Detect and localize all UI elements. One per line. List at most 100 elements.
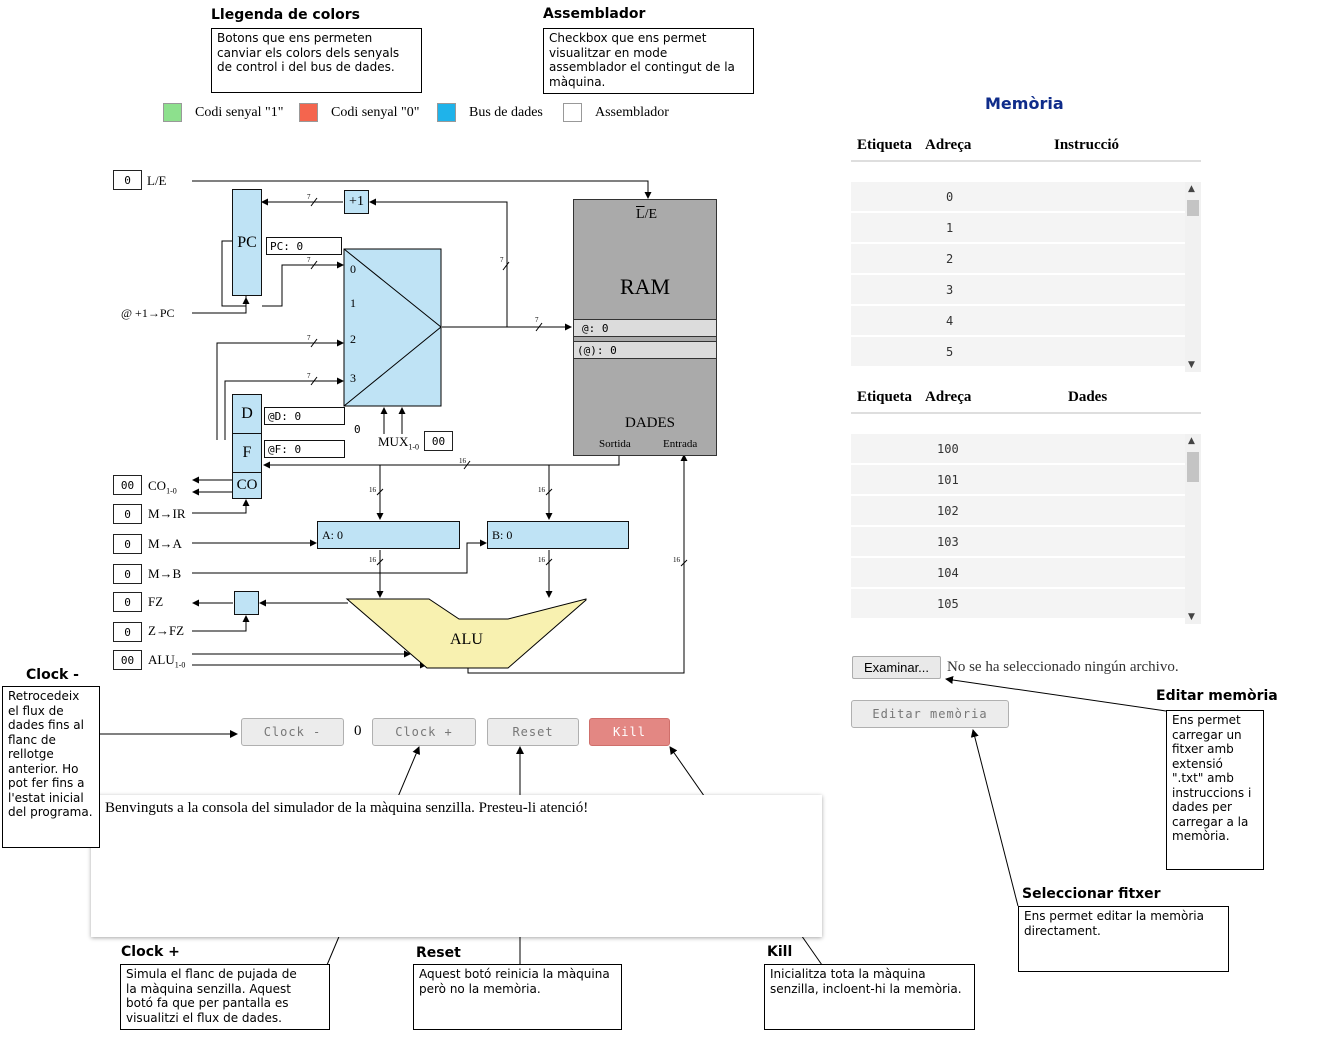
blue-swatch-icon[interactable] <box>437 103 456 122</box>
pc-label: PC <box>237 233 257 251</box>
data-header-address: Adreça <box>925 389 972 405</box>
table-row[interactable]: 5 <box>851 337 1185 367</box>
mux-control-input[interactable]: 00 <box>424 431 453 451</box>
bus-width-label: 16 <box>673 556 680 564</box>
assembler-checkbox[interactable] <box>563 103 582 122</box>
row-address: 103 <box>937 535 959 549</box>
legend-label: Codi senyal "1" <box>195 104 284 120</box>
fz-control-label: FZ <box>148 594 164 609</box>
memory-title: Memòria <box>985 94 1064 113</box>
increment-label: +1 <box>349 194 364 209</box>
bus-width-label: 7 <box>307 256 311 264</box>
scroll-down-icon[interactable]: ▼ <box>1188 360 1195 370</box>
mux-selected-value: 0 <box>354 423 361 436</box>
bus-width-label: 16 <box>369 486 376 494</box>
le-control-input[interactable]: 0 <box>113 170 142 190</box>
table-row[interactable]: 101 <box>851 465 1185 495</box>
m-b-control-input[interactable]: 0 <box>113 564 142 584</box>
scroll-thumb[interactable] <box>1187 200 1199 216</box>
ram-content-field: (@): 0 <box>574 341 716 359</box>
row-address: 101 <box>937 473 959 487</box>
z-fz-control-label: Z→FZ <box>148 623 185 638</box>
console-output: Benvinguts a la consola del simulador de… <box>91 795 822 937</box>
mux-control-label: MUX1-0 <box>378 434 420 452</box>
data-header-value: Dades <box>1068 389 1108 405</box>
table-row[interactable]: 4 <box>851 306 1185 336</box>
z-fz-control-input[interactable]: 0 <box>113 622 142 642</box>
clock-plus-annotation-box: Simula el flanc de pujada de la màquina … <box>120 964 330 1030</box>
instr-header-instruction: Instrucció <box>1054 137 1119 153</box>
data-header-divider <box>851 412 1201 414</box>
edit-memory-button[interactable]: Editar memòria <box>851 700 1009 728</box>
data-scrollbar[interactable]: ▲ ▼ <box>1185 434 1201 624</box>
row-address: 0 <box>946 190 954 204</box>
red-swatch-icon[interactable] <box>299 103 318 122</box>
instr-header-divider <box>851 160 1201 162</box>
ram-data-label: DADES <box>624 415 675 431</box>
clock-minus-annotation-title: Clock - <box>26 667 79 683</box>
scroll-down-icon[interactable]: ▼ <box>1188 612 1195 622</box>
instr-header-label: Etiqueta <box>857 137 913 153</box>
fz-control-input[interactable]: 0 <box>113 592 142 612</box>
edit-memory-annotation-title: Editar memòria <box>1156 688 1278 704</box>
row-address: 3 <box>946 283 954 297</box>
reset-button[interactable]: Reset <box>487 718 579 746</box>
table-row[interactable]: 105 <box>851 589 1185 619</box>
green-swatch-icon[interactable] <box>163 103 182 122</box>
row-address: 102 <box>937 504 959 518</box>
legend-label: Bus de dades <box>469 104 543 120</box>
instruction-scrollbar[interactable]: ▲ ▼ <box>1185 182 1201 372</box>
kill-button[interactable]: Kill <box>589 718 670 746</box>
register-b: B: 0 <box>487 521 629 549</box>
bus-width-label: 16 <box>538 556 545 564</box>
select-file-annotation-title: Seleccionar fitxer <box>1022 886 1161 902</box>
table-row[interactable]: 2 <box>851 244 1185 274</box>
m-a-control-input[interactable]: 0 <box>113 534 142 554</box>
table-row[interactable]: 104 <box>851 558 1185 588</box>
co-control-input[interactable]: 00 <box>113 475 142 495</box>
clock-minus-button[interactable]: Clock - <box>241 718 344 746</box>
table-row[interactable]: 103 <box>851 527 1185 557</box>
scroll-up-icon[interactable]: ▲ <box>1188 436 1195 446</box>
table-row[interactable]: 100 <box>851 434 1185 464</box>
m-ir-control-input[interactable]: 0 <box>113 504 142 524</box>
browse-file-button[interactable]: Examinar... <box>852 656 941 679</box>
instr-header-address: Adreça <box>925 137 972 153</box>
legend-label: Codi senyal "0" <box>331 104 420 120</box>
clock-plus-button[interactable]: Clock + <box>372 718 476 746</box>
legend-signal-0[interactable]: Codi senyal "0" <box>299 103 419 122</box>
register-a-value: A: 0 <box>322 527 343 542</box>
row-address: 104 <box>937 566 959 580</box>
kill-annotation-box: Inicialitza tota la màquina senzilla, in… <box>764 964 975 1030</box>
d-register: D <box>232 394 262 434</box>
table-row[interactable]: 1 <box>851 213 1185 243</box>
ram-address-field: @: 0 <box>574 319 716 337</box>
table-row[interactable]: 102 <box>851 496 1185 526</box>
alu-label: ALU <box>450 631 483 648</box>
legend-data-bus[interactable]: Bus de dades <box>437 103 543 122</box>
flag-register <box>234 591 259 615</box>
mux-input-label: 1 <box>350 296 356 310</box>
instruction-table[interactable]: 0 1 2 3 4 5 ▲ ▼ <box>851 182 1201 372</box>
clock-minus-annotation-box: Retrocedeix el flux de dades fins al fla… <box>2 686 100 848</box>
scroll-thumb[interactable] <box>1187 452 1199 482</box>
table-row[interactable]: 0 <box>851 182 1185 212</box>
legend-assembler[interactable]: Assemblador <box>563 103 669 122</box>
pc-value-field: PC: 0 <box>266 237 342 255</box>
console-text: Benvinguts a la consola del simulador de… <box>105 800 589 816</box>
row-address: 105 <box>937 597 959 611</box>
bus-width-label: 16 <box>369 556 376 564</box>
legend-signal-1[interactable]: Codi senyal "1" <box>163 103 283 122</box>
scroll-up-icon[interactable]: ▲ <box>1188 184 1195 194</box>
alu-control-input[interactable]: 00 <box>113 650 142 670</box>
register-b-value: B: 0 <box>492 527 513 542</box>
bus-width-label: 7 <box>500 256 504 264</box>
ram-title: RAM <box>619 274 671 299</box>
co-label: CO <box>236 477 258 493</box>
assembler-annotation-title: Assemblador <box>543 6 646 22</box>
data-table[interactable]: 100 101 102 103 104 105 ▲ ▼ <box>851 434 1201 624</box>
reset-annotation-box: Aquest botó reinicia la màquina però no … <box>413 964 622 1030</box>
row-address: 2 <box>946 252 954 266</box>
alu-control-label: ALU1-0 <box>148 652 186 670</box>
table-row[interactable]: 3 <box>851 275 1185 305</box>
